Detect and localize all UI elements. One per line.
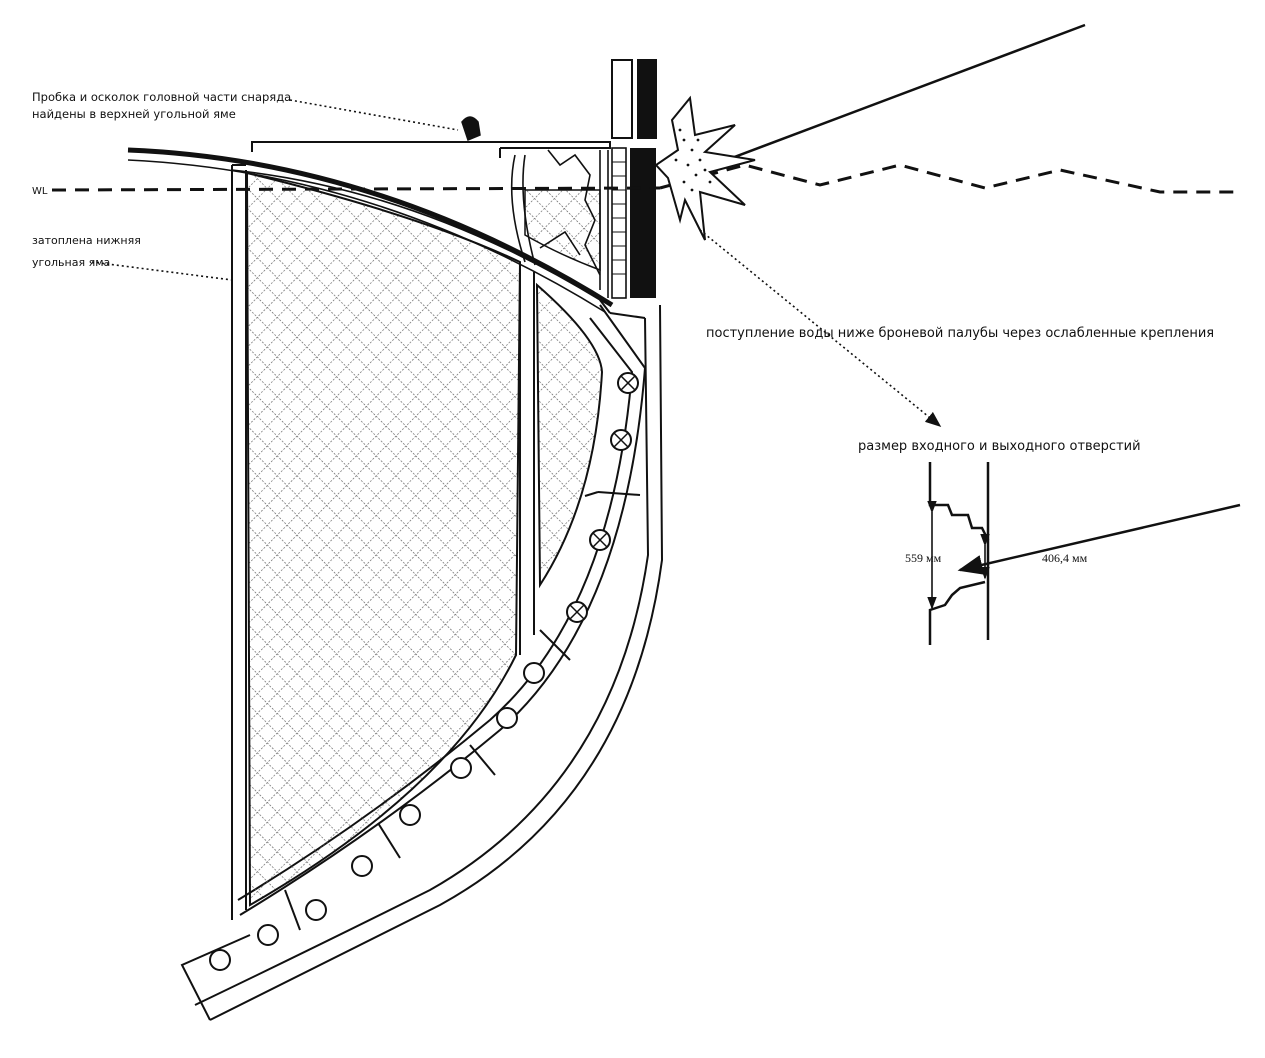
armored-deck (127, 147, 614, 308)
leader-lines (91, 99, 459, 281)
flooded-label-1: затоплена нижняя (32, 234, 141, 247)
water-ingress-label: поступление воды ниже броневой палубы че… (706, 326, 1214, 341)
wing-bunker (535, 282, 604, 589)
water-ingress-leader (699, 229, 942, 428)
side-armor (611, 59, 657, 299)
impact-dots (674, 128, 712, 192)
shell-fragment-icon (461, 116, 481, 142)
dimension-559-label: 559 мм (905, 551, 942, 565)
upper-coal-bunker (524, 189, 601, 272)
waterline-label: WL (32, 186, 48, 197)
shell-trajectory (691, 23, 1086, 175)
outer-cells (284, 491, 641, 931)
dimension-406-label: 406,4 мм (1042, 551, 1088, 565)
shell-fragment-label-1: Пробка и осколок головной части снаряда (32, 90, 291, 104)
lower-coal-bunker (245, 171, 522, 907)
opening-crosses (569, 375, 636, 620)
flooded-label-2: угольная яма (32, 256, 110, 269)
waterline (51, 163, 1235, 194)
exit-trajectory (957, 503, 1241, 575)
hole-size-title: размер входного и выходного отверстий (858, 439, 1141, 454)
longitudinal-bulkhead (231, 164, 535, 920)
shell-fragment-label-2: найдены в верхней угольной яме (32, 107, 236, 121)
upper-deck (251, 141, 611, 158)
upper-bunker-frame (510, 149, 609, 298)
outer-hull (180, 299, 664, 1021)
